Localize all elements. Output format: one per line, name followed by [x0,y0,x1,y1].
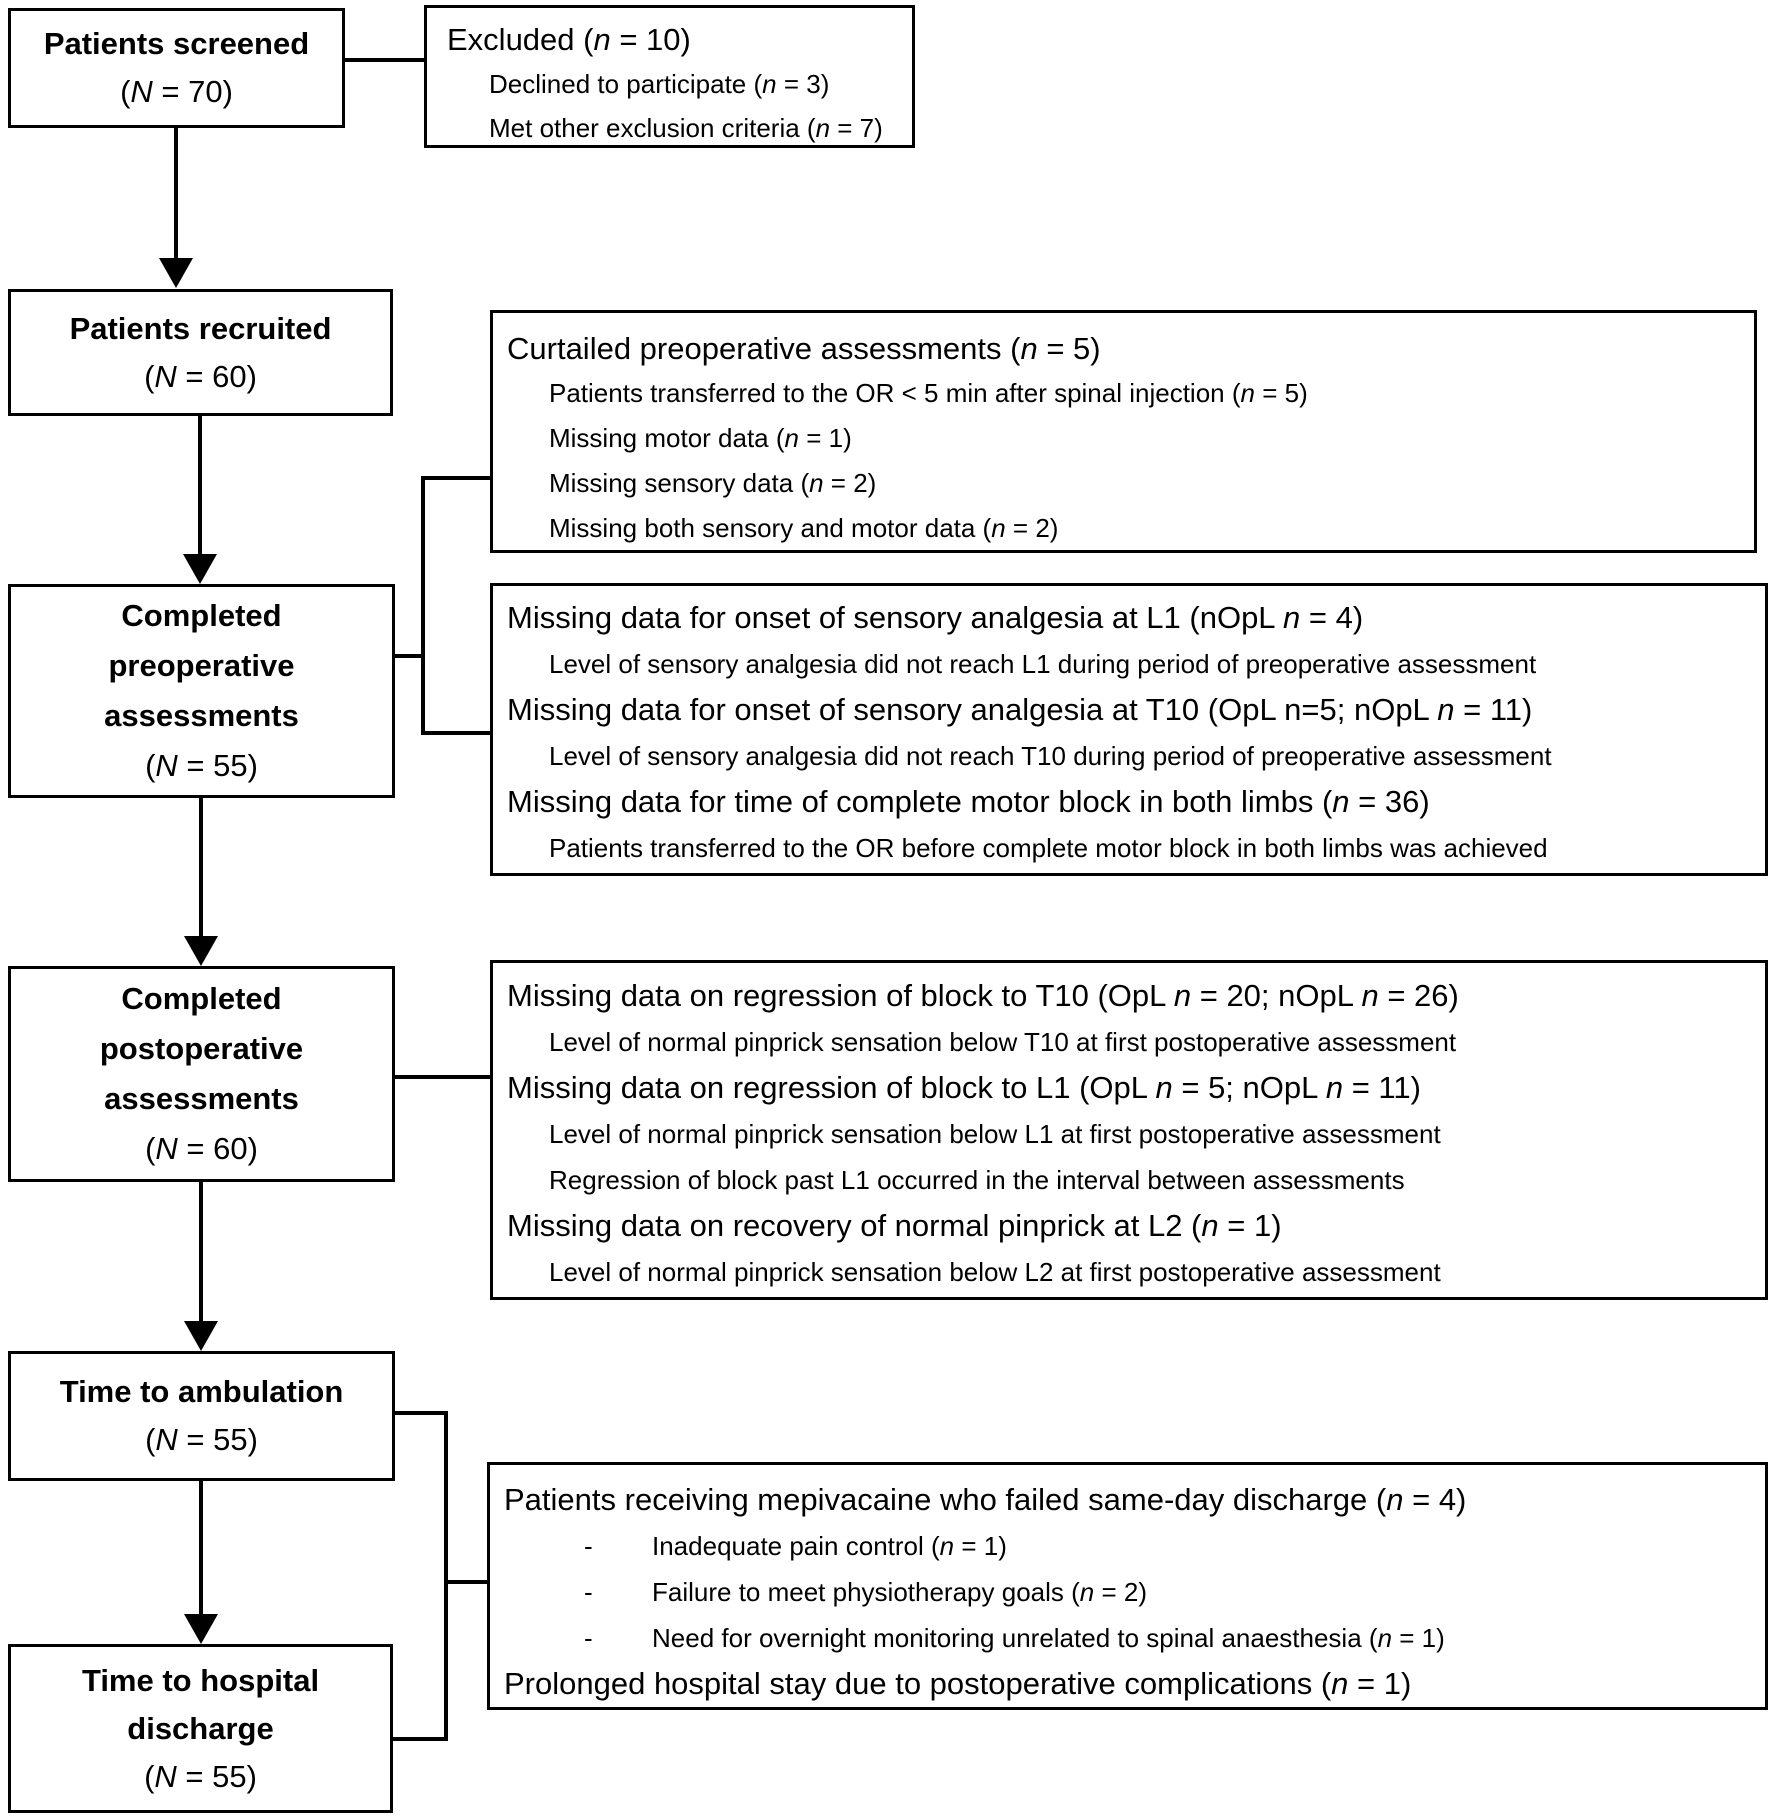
detail-sub-line: Regression of block past L1 occurred in … [549,1165,1405,1195]
arrow-recruited-to-preop-shaft [198,416,202,554]
box-missing-postoperative-data: Missing data on regression of block to T… [490,960,1768,1300]
box-n-line: (N = 60) [144,358,257,394]
exclusion-title-line: Excluded (n = 10) [447,22,691,57]
box-n-line: (N = 60) [145,1131,258,1166]
box-title-line: assessments [104,1081,299,1116]
detail-title-line: Missing data for onset of sensory analge… [507,692,1533,727]
detail-sub-line: Level of normal pinprick sensation below… [549,1027,1457,1057]
detail-title-line: Missing data for onset of sensory analge… [507,600,1364,635]
detail-sub-line: Level of normal pinprick sensation below… [549,1119,1441,1149]
box-time-to-hospital-discharge: Time to hospital discharge (N = 55) [8,1644,393,1813]
connector-preop-bracket [421,476,425,735]
box-title-line: preoperative [108,648,295,683]
detail-dash-line: -Inadequate pain control (n = 1) [584,1531,1007,1561]
box-title-line: Completed [121,981,282,1016]
box-excluded: Excluded (n = 10) Declined to participat… [424,5,915,148]
box-n-line: (N = 55) [144,1758,257,1794]
detail-sub-line: Missing motor data (n = 1) [549,423,852,453]
arrowhead-down-icon [184,936,218,966]
detail-sub-line: Missing both sensory and motor data (n =… [549,513,1059,543]
detail-sub-line: Level of sensory analgesia did not reach… [549,741,1552,771]
box-title-line: Time to ambulation [59,1374,344,1409]
box-patients-screened: Patients screened (N = 70) [8,8,345,128]
detail-sub-line: Missing sensory data (n = 2) [549,468,877,498]
connector-discharge-stem [393,1737,448,1741]
detail-title-line: Prolonged hospital stay due to postopera… [504,1666,1412,1701]
detail-title-line: Patients receiving mepivacaine who faile… [504,1482,1467,1517]
detail-dash-line: -Need for overnight monitoring unrelated… [584,1623,1445,1653]
exclusion-detail-line: Met other exclusion criteria (n = 7) [489,113,883,143]
detail-dash-line: -Failure to meet physiotherapy goals (n … [584,1577,1147,1607]
detail-sub-line: Level of sensory analgesia did not reach… [549,649,1537,679]
detail-title-line: Missing data on regression of block to L… [507,1070,1421,1105]
arrow-screened-to-recruited-shaft [174,128,178,258]
arrow-ambulation-to-discharge-shaft [199,1481,203,1614]
box-title-line: Patients recruited [69,310,332,346]
detail-title-line: Curtailed preoperative assessments (n = … [507,331,1101,366]
exclusion-detail-line: Declined to participate (n = 3) [489,69,830,99]
box-title-line: postoperative [99,1031,304,1066]
detail-title-line: Missing data on recovery of normal pinpr… [507,1208,1282,1243]
arrowhead-down-icon [159,258,193,288]
connector-preop-to-missing [421,731,490,735]
detail-sub-line: Patients transferred to the OR before co… [549,833,1548,863]
connector-preop-stem [395,654,425,658]
box-failed-same-day-discharge: Patients receiving mepivacaine who faile… [487,1462,1768,1710]
arrowhead-down-icon [183,554,217,584]
box-time-to-ambulation: Time to ambulation (N = 55) [8,1351,395,1481]
box-n-line: (N = 55) [145,1422,258,1457]
arrowhead-down-icon [184,1321,218,1351]
box-title-line: assessments [104,698,299,733]
box-n-line: (N = 55) [145,748,258,783]
detail-sub-line: Level of normal pinprick sensation below… [549,1257,1441,1287]
box-title-line: Patients screened [43,26,310,61]
arrowhead-down-icon [184,1614,218,1644]
box-n-line: (N = 70) [120,74,233,109]
box-title-line: Time to hospital [81,1662,320,1698]
detail-title-line: Missing data for time of complete motor … [507,784,1430,819]
box-completed-postoperative-assessments: Completed postoperative assessments (N =… [8,966,395,1182]
connector-preop-to-curtailed [421,476,490,480]
detail-sub-line: Patients transferred to the OR < 5 min a… [549,378,1308,408]
box-title-line: Completed [121,598,282,633]
connector-screened-to-excluded [345,58,424,62]
box-completed-preoperative-assessments: Completed preoperative assessments (N = … [8,584,395,798]
box-missing-preoperative-data: Missing data for onset of sensory analge… [490,583,1768,876]
connector-bracket-to-failedbox [448,1580,487,1584]
box-title-line: discharge [127,1710,274,1746]
connector-discharge-bracket [444,1411,448,1741]
connector-postop-to-missing [395,1075,490,1079]
box-patients-recruited: Patients recruited (N = 60) [8,289,393,416]
box-curtailed-preoperative-assessments: Curtailed preoperative assessments (n = … [490,310,1757,553]
detail-title-line: Missing data on regression of block to T… [507,978,1459,1013]
arrow-postop-to-ambulation-shaft [199,1182,203,1321]
arrow-preop-to-postop-shaft [199,798,203,936]
connector-ambulation-stem [395,1411,448,1415]
